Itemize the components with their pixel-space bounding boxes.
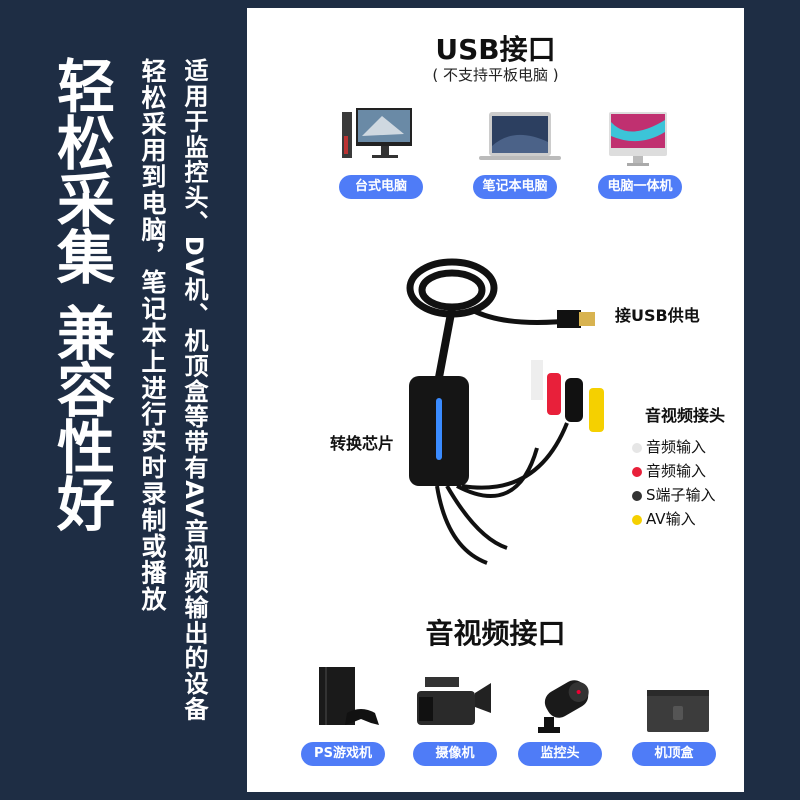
all-in-one-pc-icon xyxy=(609,112,667,166)
set-top-box-icon xyxy=(647,690,709,732)
connector-label: 音频输入 xyxy=(646,438,707,456)
connector-item: AV输入 xyxy=(632,508,696,529)
device-pill-laptop: 笔记本电脑 xyxy=(473,175,557,199)
device-pill-game-console: PS游戏机 xyxy=(301,742,385,766)
connector-title: 音视频接头 xyxy=(645,406,726,425)
connector-label: AV输入 xyxy=(646,510,696,528)
device-pill-set-top-box: 机顶盒 xyxy=(632,742,716,766)
usb-section-title: USB接口 xyxy=(435,33,556,66)
device-pill-desktop: 台式电脑 xyxy=(339,175,423,199)
connector-item: 音频输入 xyxy=(632,436,706,457)
device-pill-camcorder: 摄像机 xyxy=(413,742,497,766)
device-pill-all-in-one: 电脑一体机 xyxy=(598,175,682,199)
device-pill-security-camera: 监控头 xyxy=(518,742,602,766)
red-dot-icon xyxy=(632,466,642,477)
game-console-icon xyxy=(319,667,379,725)
white-dot-icon xyxy=(632,442,642,453)
yellow-dot-icon xyxy=(632,514,642,525)
content-panel: USB接口 ( 不支持平板电脑 ) 台式电脑 笔记本电脑 电脑一体机 接USB供… xyxy=(247,8,744,792)
av-section-title: 音视频接口 xyxy=(425,617,566,650)
headline: 轻松采集 兼容性好 xyxy=(47,56,115,532)
laptop-icon xyxy=(479,112,561,160)
connector-item: 音频输入 xyxy=(632,460,706,481)
usb-section-subtitle: ( 不支持平板电脑 ) xyxy=(432,66,559,84)
connector-label: S端子输入 xyxy=(646,486,716,504)
camcorder-icon xyxy=(417,677,491,725)
usb-capture-cable-image xyxy=(406,258,604,565)
connector-item: S端子输入 xyxy=(632,484,716,505)
connector-label: 音频输入 xyxy=(646,462,707,480)
black-dot-icon xyxy=(632,490,642,501)
tagline-2: 适用于监控头、DV机、机顶盒等带有AV音视频输出的设备 xyxy=(180,58,208,722)
chip-label: 转换芯片 xyxy=(330,434,395,453)
security-camera-icon xyxy=(538,680,589,733)
tagline-1: 轻松采用到电脑，笔记本上进行实时录制或播放 xyxy=(138,58,167,613)
desktop-computer-icon xyxy=(342,108,412,158)
usb-power-label: 接USB供电 xyxy=(615,306,700,325)
